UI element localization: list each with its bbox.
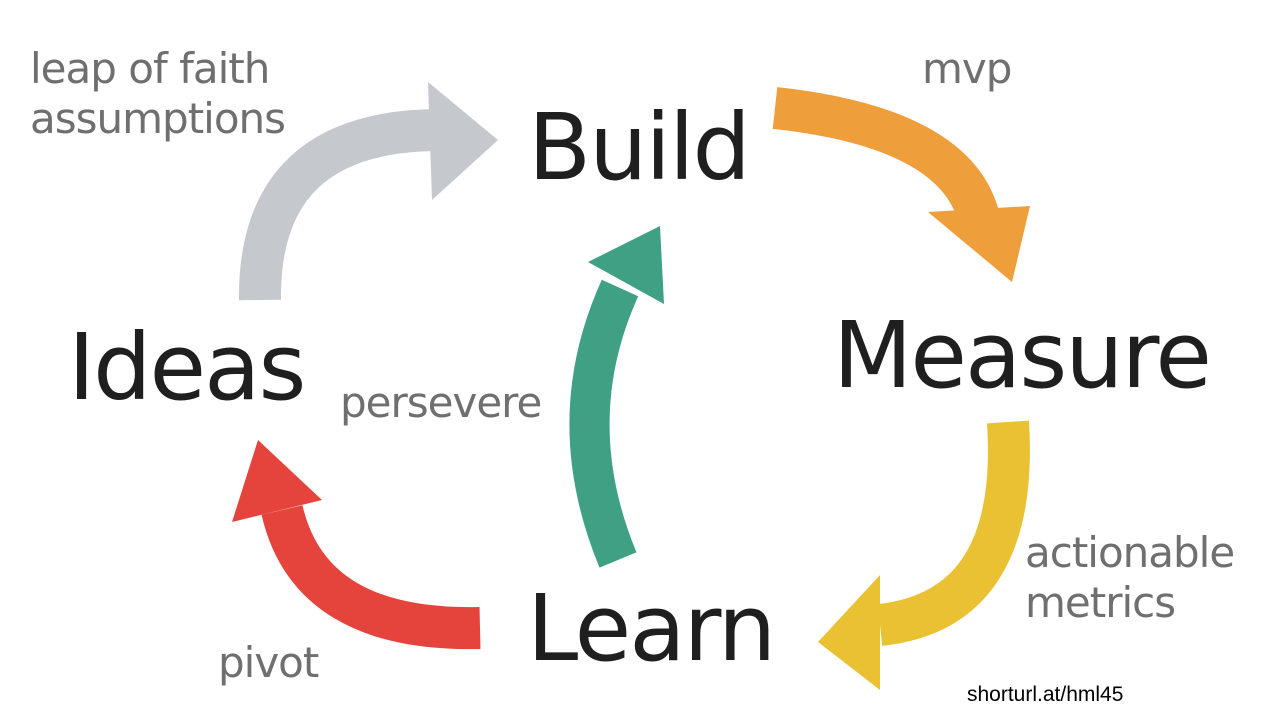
source-link-text: shorturl.at/hml45 xyxy=(967,683,1124,706)
arrowhead-ideas-to-build xyxy=(428,82,498,200)
label-leap-of-faith-assumptions: leap of faith assumptions xyxy=(30,44,286,144)
stage-measure: Measure xyxy=(833,302,1212,409)
label-line: metrics xyxy=(1025,578,1176,627)
arrowhead-learn-to-ideas xyxy=(232,440,322,522)
label-line: actionable xyxy=(1025,528,1235,577)
label-pivot: pivot xyxy=(218,638,319,687)
arrowhead-build-to-measure xyxy=(928,206,1030,282)
stage-build: Build xyxy=(528,94,751,201)
label-line: assumptions xyxy=(30,94,286,143)
stage-learn: Learn xyxy=(527,575,776,682)
arrow-learn-to-ideas xyxy=(261,504,481,650)
arrowhead-measure-to-learn xyxy=(818,575,880,690)
label-mvp: mvp xyxy=(922,44,1012,93)
arrow-ideas-to-build xyxy=(238,109,441,301)
label-line: leap of faith xyxy=(30,44,270,93)
arrow-measure-to-learn xyxy=(877,420,1030,646)
stage-ideas: Ideas xyxy=(68,314,306,421)
label-actionable-metrics: actionable metrics xyxy=(1025,528,1235,628)
arrowhead-learn-to-build xyxy=(588,226,664,304)
arrow-build-to-measure xyxy=(772,87,1001,228)
label-persevere: persevere xyxy=(340,378,542,427)
arrow-learn-to-build xyxy=(569,279,639,568)
